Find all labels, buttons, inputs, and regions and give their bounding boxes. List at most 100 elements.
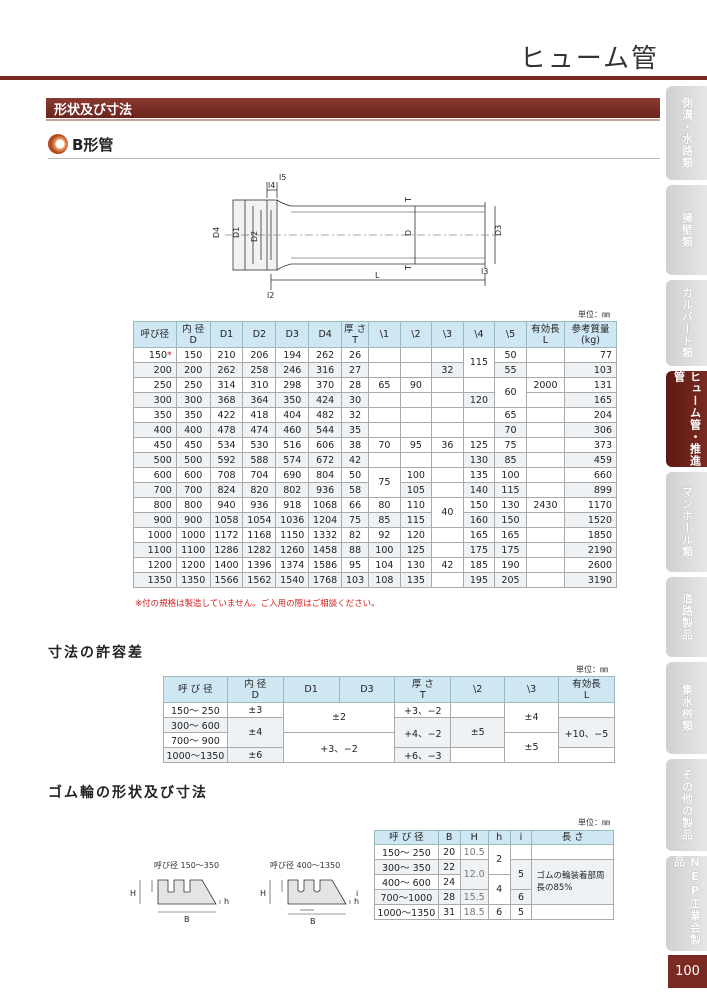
title-rule (0, 76, 707, 80)
page-title: ヒューム管 (519, 44, 659, 74)
tolerance-title: 寸法の許容差 (48, 645, 144, 661)
diagram-label-L: L (375, 271, 380, 280)
gasket-diagrams: H B h H B h i (130, 879, 359, 926)
gasket-label-h-small: h (224, 897, 229, 906)
diagram-label-l3: l3 (481, 267, 488, 276)
gasket-col-b: B (437, 830, 461, 845)
gasket-label-B-small: B (184, 915, 190, 924)
section-header: 形状及び寸法 (46, 98, 660, 121)
table-row: 700～ 900 +3、−2 ±5 (163, 732, 615, 763)
bullet-circle-icon (48, 134, 68, 154)
table-row: 1000～1350 ±6 +6、−3 (163, 747, 616, 763)
gasket-col-h-big: H (459, 830, 489, 845)
diagram-label-l4: l4 (268, 181, 275, 190)
gasket-label-H-large: H (260, 889, 266, 898)
subsection-title: B形管 (72, 135, 114, 154)
page-number: 100 (668, 955, 707, 988)
sidebar-tab-retaining-wall[interactable]: 擁壁類 (666, 185, 707, 275)
subsection-divider (48, 158, 660, 159)
gasket-caption-small: 呼び径 150～350 (154, 861, 220, 870)
pipe-diagram: l5 l4 D4 D1 D2 T D T D3 l3 L l2 (212, 173, 503, 300)
col-l4: \4 (462, 321, 496, 348)
gasket-label-H-small: H (130, 889, 136, 898)
gasket-label-B-large: B (310, 917, 316, 926)
gasket-caption-large: 呼び径 400～1350 (270, 861, 341, 870)
diagram-label-T-top: T (404, 197, 413, 203)
col-d1: D1 (209, 321, 244, 348)
diagram-label-l5: l5 (279, 173, 286, 182)
sidebar-tab-manhole[interactable]: マンホール類 (666, 472, 707, 572)
table1-note: ※付の規格は製造していません。ご入用の際はご相談ください。 (135, 599, 380, 609)
diagram-label-l2: l2 (267, 291, 274, 300)
gasket-col-length: 長 さ (531, 830, 614, 845)
table-row: 150～ 250 ±3 ±2 +3、−2 ±4 (163, 702, 616, 733)
tolerance-unit: 単位：㎜ (576, 665, 608, 674)
sidebar-tab-other-products[interactable]: その他の製品 (666, 759, 707, 851)
gasket-label-i: i (356, 889, 358, 898)
sidebar-tab-drain[interactable]: 側溝・水路類 (666, 86, 707, 180)
diagram-label-D2: D2 (250, 231, 259, 242)
col-l3: \3 (431, 321, 464, 348)
tol-col-l3: \3 (504, 676, 559, 703)
diagram-label-D4: D4 (212, 227, 221, 238)
gasket-col-i: i (509, 830, 533, 845)
diagram-label-D1: D1 (232, 227, 241, 238)
sidebar-tab-culvert[interactable]: カルバート類 (666, 280, 707, 366)
col-l2: \2 (399, 321, 433, 348)
col-d3: D3 (275, 321, 310, 348)
sidebar-tab-nep-products[interactable]: NEP工業会製品 (666, 856, 707, 951)
col-mass: 参考質量(kg) (564, 321, 617, 348)
sidebar-tab-road-products[interactable]: 道路製品 (666, 577, 707, 657)
table1-unit: 単位：㎜ (578, 310, 610, 319)
col-l5: \5 (494, 321, 527, 348)
section-title: 形状及び寸法 (54, 103, 133, 118)
tol-col-l2: \2 (450, 676, 506, 703)
col-d2: D2 (242, 321, 277, 348)
sidebar-tab-hume-pipe[interactable]: ヒューム管・推進管 (666, 371, 707, 467)
sidebar-tab-catch-basin[interactable]: 集水桝類 (666, 662, 707, 754)
tol-col-d1: D1 (282, 676, 340, 703)
col-d4: D4 (308, 321, 343, 348)
col-nominal: 呼び径 (133, 321, 177, 348)
tol-col-d3: D3 (338, 676, 396, 703)
gasket-col-nominal: 呼 び 径 (374, 830, 439, 845)
gasket-label-h-large: h (354, 897, 359, 906)
col-l1: \1 (368, 321, 401, 348)
diagram-label-T-bottom: T (404, 265, 413, 271)
gasket-col-h-small: h (487, 830, 511, 845)
subsection-header: B形管 (48, 132, 113, 156)
tol-col-nominal: 呼 び 径 (163, 676, 228, 703)
gasket-unit: 単位：㎜ (578, 818, 610, 827)
diagram-label-D: D (404, 230, 413, 236)
diagram-label-D3: D3 (494, 225, 503, 236)
gasket-title: ゴム輪の形状及び寸法 (48, 785, 208, 801)
